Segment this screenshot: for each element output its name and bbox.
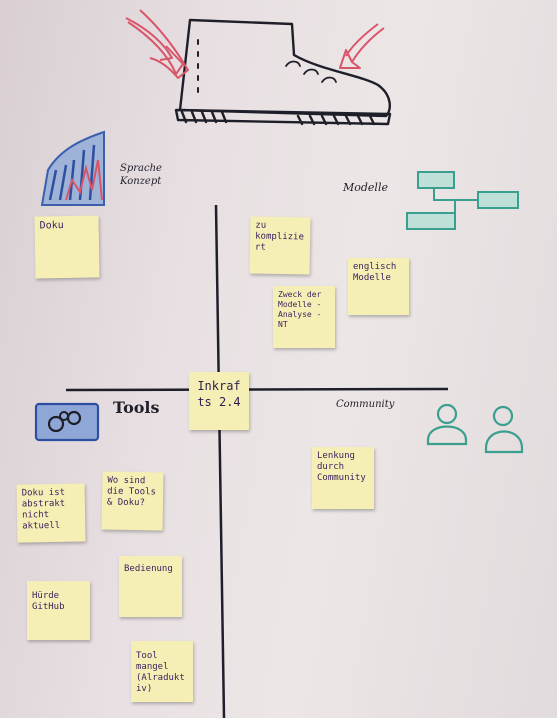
- note-bedienung[interactable]: Bedienung: [119, 556, 182, 617]
- note-doku[interactable]: Doku: [34, 215, 100, 279]
- flag-icon: [40, 130, 105, 206]
- boot-icon: [174, 18, 392, 126]
- note-doku-ist-abstrakt[interactable]: Doku ist abstrakt nicht aktuell: [16, 483, 86, 543]
- note-tool-mangel[interactable]: Tool mangel (Alraduktiv): [131, 641, 193, 702]
- note-zweck-der-modelle[interactable]: Zweck der Modelle - Analyse - NT: [273, 286, 335, 348]
- center-note[interactable]: Inkrafts 2.4: [189, 372, 249, 430]
- horizontal-axis: [65, 387, 449, 392]
- label-tools: Tools: [113, 398, 160, 417]
- model-boxes-icon: [406, 171, 519, 230]
- people-icon: [426, 403, 524, 454]
- arrow-left-icon: [125, 9, 189, 79]
- gears-icon: [34, 402, 100, 442]
- note-zu-kompliziert[interactable]: zu kompliziert: [249, 216, 311, 275]
- vertical-axis: [214, 204, 226, 718]
- note-englisch-modelle[interactable]: englisch Modelle: [348, 258, 409, 315]
- note-lenkung-durch-community[interactable]: Lenkung durch Community: [312, 447, 374, 509]
- label-modelle: Modelle: [343, 181, 388, 194]
- note-wo-sind-die-tools[interactable]: Wo sind die Tools & Doku?: [101, 471, 164, 531]
- label-sprache-konzept: Sprache Konzept: [120, 163, 162, 187]
- arrow-right-icon: [339, 23, 385, 69]
- note-huerde-github[interactable]: Hürde GitHub: [27, 581, 90, 640]
- label-community: Community: [336, 399, 395, 410]
